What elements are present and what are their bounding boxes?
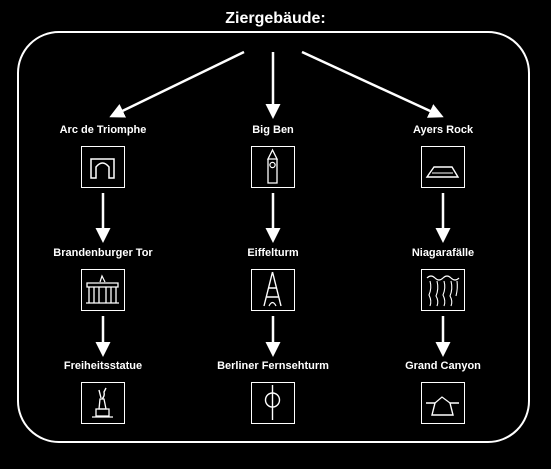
node-freiheitsstatue[interactable]: Freiheitsstatue — [8, 360, 198, 424]
node-label: Ayers Rock — [412, 124, 474, 136]
node-label: Freiheitsstatue — [63, 360, 143, 372]
statue-icon — [81, 382, 125, 424]
rock-icon — [421, 146, 465, 188]
node-berliner-fernsehturm[interactable]: Berliner Fernsehturm — [178, 360, 368, 424]
arch-icon — [81, 146, 125, 188]
node-ayers-rock[interactable]: Ayers Rock — [348, 124, 538, 188]
arrow-root-to-arc — [109, 50, 245, 118]
canyon-icon — [421, 382, 465, 424]
waterfall-icon — [421, 269, 465, 311]
node-big-ben[interactable]: Big Ben — [178, 124, 368, 188]
node-label: Arc de Triomphe — [59, 124, 147, 136]
node-grand-canyon[interactable]: Grand Canyon — [348, 360, 538, 424]
node-label: Grand Canyon — [405, 360, 481, 372]
node-brandenburger-tor[interactable]: Brandenburger Tor — [8, 247, 198, 311]
node-label: Berliner Fernsehturm — [217, 360, 329, 372]
diagram-title: Ziergebäude: — [225, 10, 326, 27]
tv-tower-icon — [251, 382, 295, 424]
arrow-root-to-ayers — [301, 50, 444, 118]
eiffel-tower-icon — [251, 269, 295, 311]
node-label: Big Ben — [252, 124, 294, 136]
node-label: Brandenburger Tor — [53, 247, 153, 259]
gate-icon — [81, 269, 125, 311]
clock-tower-icon — [251, 146, 295, 188]
node-label: Eiffelturm — [247, 247, 299, 259]
node-arc-de-triomphe[interactable]: Arc de Triomphe — [8, 124, 198, 188]
node-niagarafaelle[interactable]: Niagarafälle — [348, 247, 538, 311]
rounded-frame — [17, 31, 530, 443]
node-eiffelturm[interactable]: Eiffelturm — [178, 247, 368, 311]
node-label: Niagarafälle — [411, 247, 475, 259]
